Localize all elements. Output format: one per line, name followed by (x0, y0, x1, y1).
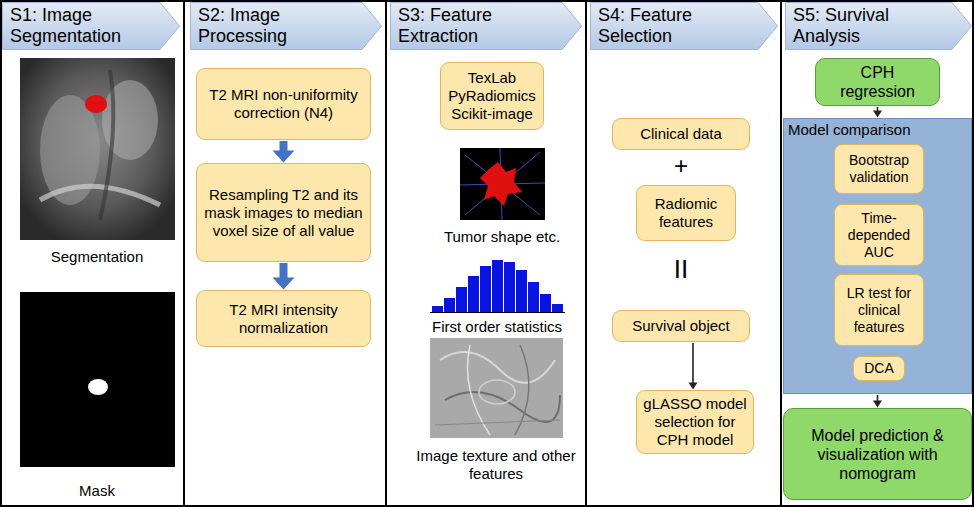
header-text: S2: Image Processing (198, 5, 358, 47)
process-box: Resampling T2 and its mask images to med… (196, 163, 371, 262)
arrow (873, 107, 882, 118)
header-text: S1: Image Segmentation (10, 5, 156, 47)
step-header: S4: Feature Selection (590, 2, 778, 50)
box-text: Model prediction & visualization with no… (790, 426, 965, 483)
image-caption: Image texture and other features (416, 447, 576, 483)
step-header: S5: Survival Analysis (785, 2, 972, 50)
divider (585, 0, 587, 507)
panel-heading: Model comparison (788, 121, 911, 139)
data-box: Clinical data (612, 118, 750, 150)
method-box: Bootstrap validation (834, 144, 924, 194)
tool-box: TexLab PyRadiomics Scikit-image (440, 62, 544, 130)
box-text: Survival object (632, 317, 730, 335)
step-header: S3: Feature Extraction (390, 2, 582, 50)
header-text: S4: Feature Selection (598, 5, 754, 47)
header-text: S3: Feature Extraction (398, 5, 558, 47)
process-box: T2 MRI non-uniformity correction (N4) (196, 68, 371, 140)
method-box: DCA (853, 356, 905, 381)
header-text: S5: Survival Analysis (793, 5, 948, 47)
method-box: LR test for clinical features (834, 274, 924, 346)
box-text: Resampling T2 and its mask images to med… (203, 186, 364, 240)
step-header: S2: Image Processing (190, 2, 382, 50)
divider (183, 0, 185, 507)
data-box: Survival object (612, 310, 750, 342)
process-box: gLASSO model selection for CPH model (636, 390, 754, 454)
step-header: S1: Image Segmentation (2, 2, 180, 50)
flow-arrow (273, 141, 295, 163)
box-text: Radiomic features (643, 195, 729, 231)
tumor-shape-image (460, 148, 545, 220)
image-caption: Tumor shape etc. (412, 228, 592, 246)
process-box: T2 MRI intensity normalization (196, 290, 371, 347)
method-box: Time-depended AUC (834, 204, 924, 266)
divider (385, 0, 387, 507)
group-panel: Model comparisonBootstrap validationTime… (783, 118, 972, 394)
divider (780, 0, 782, 507)
box-text: gLASSO model selection for CPH model (643, 395, 747, 449)
image-caption: Segmentation (17, 248, 177, 266)
arrow (873, 395, 882, 408)
histogram (430, 260, 565, 313)
plus-sign: + (661, 151, 701, 180)
image-caption: First order statistics (407, 318, 587, 336)
texture-image (430, 338, 563, 438)
box-text: T2 MRI intensity normalization (203, 301, 364, 337)
flow-arrow (273, 263, 295, 290)
box-text: T2 MRI non-uniformity correction (N4) (203, 86, 364, 122)
data-box: Radiomic features (636, 185, 736, 241)
image-caption: Mask (17, 482, 177, 500)
equals-sign: II (661, 254, 701, 285)
box-text: DCA (864, 360, 894, 377)
result-box: Model prediction & visualization with no… (783, 408, 972, 500)
box-text: Bootstrap validation (839, 152, 919, 186)
box-text: LR test for clinical features (839, 285, 919, 336)
arrow (689, 343, 698, 390)
mri-image (20, 58, 175, 240)
box-text: Clinical data (640, 125, 722, 143)
mask-image (20, 292, 175, 467)
box-text: TexLab PyRadiomics Scikit-image (447, 69, 537, 123)
box-text: CPH regression (822, 63, 933, 101)
box-text: Time-depended AUC (839, 210, 919, 261)
model-box: CPH regression (815, 58, 940, 106)
